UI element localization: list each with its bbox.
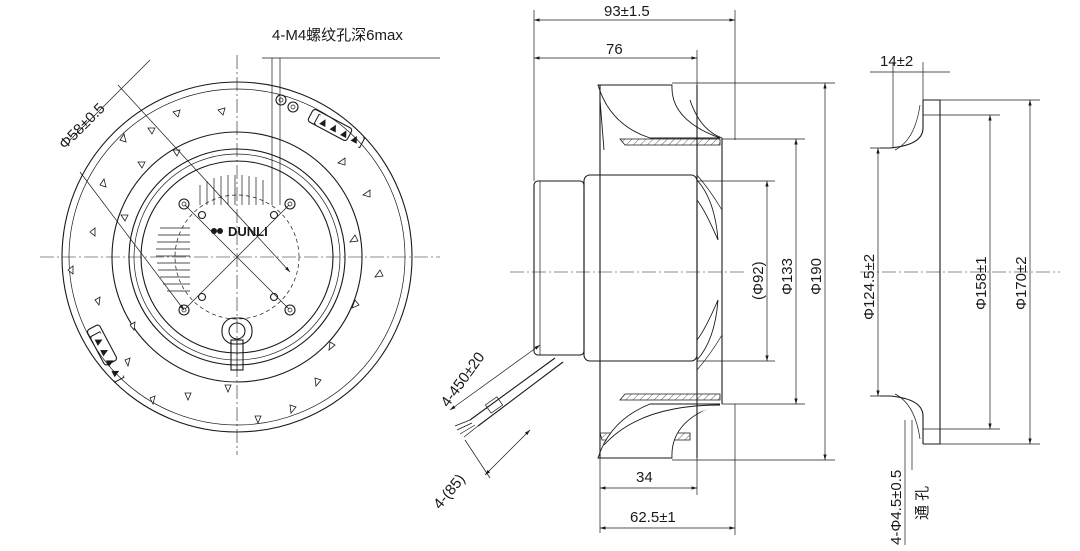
ring-width-dimension: 14±2 (870, 53, 950, 148)
cable-strip-text: 4-(85) (430, 471, 469, 513)
hub-diameter-dimension: Φ133 (722, 138, 805, 405)
overall-length-dimension: 93±1.5 (533, 3, 736, 181)
wheel-diameter-dimension: Φ190 (672, 82, 835, 461)
rotation-label-top: [▲▲▲▲] (307, 108, 367, 149)
cable-length-dimension: 4-450±20 (437, 344, 541, 410)
top-bosses (275, 94, 299, 113)
vent-slots-left (156, 227, 190, 292)
inlet-width-dimension: 34 (599, 458, 698, 533)
overall-length-text: 93±1.5 (604, 3, 650, 20)
bolt-circle (174, 194, 300, 320)
blades-bottom (597, 299, 721, 459)
thread-note: 4-M4螺纹孔深6max (262, 27, 440, 205)
bolt-dia-text: Φ158±1 (973, 256, 990, 310)
inner-dia-text: Φ124.5±2 (861, 254, 878, 320)
rotation-label-left: [▲▲▲▲] (86, 324, 127, 384)
screw-holes (178, 198, 296, 316)
front-view: DUNLI [▲▲▲▲] [▲▲▲▲] (40, 27, 440, 455)
blades-top (597, 84, 723, 241)
hole-note-suffix-text: 通 孔 (914, 486, 931, 520)
ring-width-text: 14±2 (880, 53, 913, 70)
side-view: 93±1.5 76 34 62.5±1 (Φ92) (430, 3, 835, 535)
impeller-rim-circle (68, 88, 406, 426)
bolt-diameter-dimension: Φ158±1 (940, 114, 1000, 430)
shaft-length-dimension: 62.5±1 (600, 404, 736, 535)
motor-end-cap (533, 180, 585, 356)
hole-note-text: 4-Φ4.5±0.5 (888, 470, 905, 545)
motor-diameter-dimension: (Φ92) (697, 180, 775, 362)
outer-dia-text: Φ170±2 (1013, 256, 1030, 310)
outer-diameter-dimension: Φ170±2 (940, 99, 1040, 445)
wheel-dia-text: Φ190 (808, 258, 825, 295)
ring-flange (923, 99, 941, 445)
hub-outer-circle (111, 131, 363, 383)
face-diagonal-2 (184, 204, 290, 310)
impeller-outer-circle (61, 81, 413, 433)
inlet-width-text: 34 (636, 469, 653, 486)
ring-profile (880, 100, 924, 444)
cable-strip-dimension: 4-(85) (430, 429, 531, 513)
ring-view: 14±2 Φ124.5±2 Φ158±1 Φ170±2 4-Φ4.5±0.5 (860, 53, 1060, 545)
wheel-length-dimension: 76 (534, 41, 698, 85)
svg-text:[▲▲▲▲]: [▲▲▲▲] (313, 111, 367, 149)
vent-slots-top (199, 175, 264, 205)
logo-text: DUNLI (228, 224, 268, 239)
hole-note: 4-Φ4.5±0.5 通 孔 (888, 420, 931, 545)
motor-dia-text: (Φ92) (750, 261, 767, 300)
bottom-backplate (619, 393, 721, 401)
top-backplate (619, 138, 721, 146)
wheel-length-text: 76 (606, 41, 623, 58)
shaft-length-text: 62.5±1 (630, 509, 676, 526)
bolt-circle-dim-text: Φ58±0.5 (56, 100, 109, 153)
motor-body (583, 174, 698, 362)
hub-dia-text: Φ133 (779, 258, 796, 295)
cable-length-text: 4-450±20 (437, 349, 488, 410)
thread-note-text: 4-M4螺纹孔深6max (272, 27, 403, 44)
brand-logo: DUNLI (211, 224, 268, 239)
inner-diameter-dimension: Φ124.5±2 (861, 147, 890, 397)
blade-tips (67, 107, 384, 425)
cable-gland (221, 317, 253, 371)
